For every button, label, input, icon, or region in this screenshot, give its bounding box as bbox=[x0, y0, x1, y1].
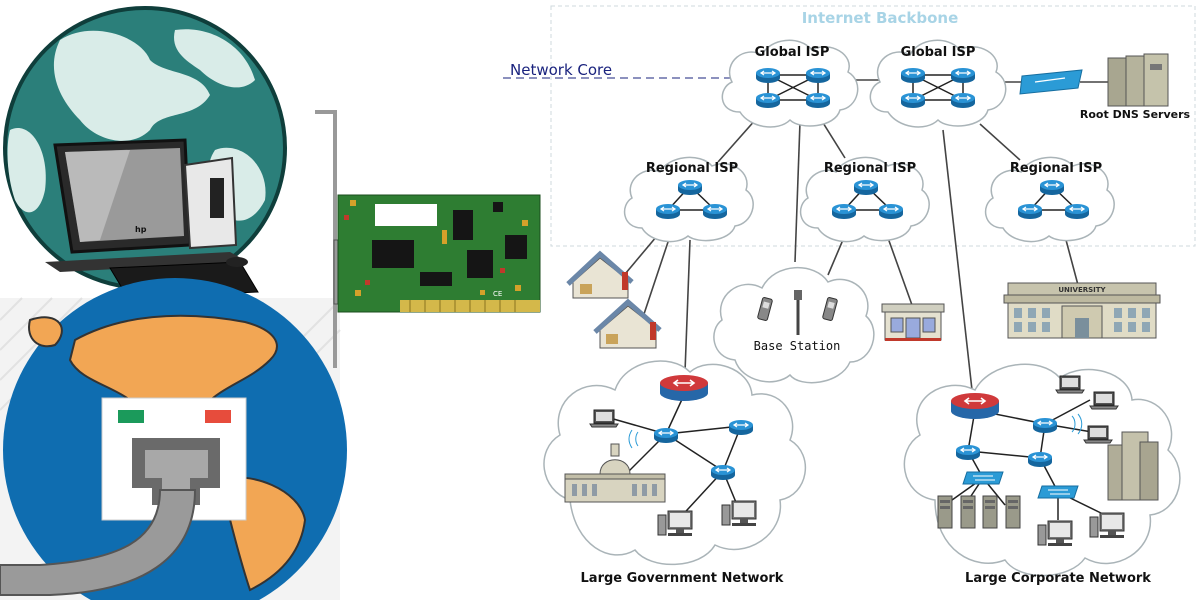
house-icon bbox=[566, 250, 634, 299]
corporate-network-cloud bbox=[903, 363, 1181, 577]
router-icon bbox=[900, 92, 926, 109]
global-isp-2-cloud: Global ISP bbox=[869, 39, 1007, 128]
regional-isp-1-cloud: Regional ISP bbox=[623, 156, 754, 243]
capitol-building-icon bbox=[564, 443, 666, 503]
port-led-green bbox=[118, 410, 144, 423]
router-icon bbox=[1039, 179, 1065, 196]
office-building-icon bbox=[1107, 431, 1159, 501]
server-icon bbox=[960, 495, 976, 529]
global-isp-1-cloud: Global ISP bbox=[721, 39, 859, 128]
mouse bbox=[226, 257, 248, 267]
regional-isp-2-cloud: Regional ISP bbox=[799, 156, 930, 243]
root-dns-label: Root DNS Servers bbox=[1080, 108, 1191, 121]
ce-mark: CE bbox=[493, 290, 502, 298]
router-icon bbox=[653, 427, 679, 444]
router-icon bbox=[702, 203, 728, 220]
router-icon bbox=[728, 419, 754, 436]
server-icon bbox=[937, 495, 953, 529]
edge-router-icon bbox=[950, 392, 1000, 420]
university-sign: UNIVERSITY bbox=[1058, 286, 1106, 294]
server-icon bbox=[1107, 57, 1127, 107]
edge-router-icon bbox=[659, 374, 709, 402]
computer-brand-logo: hp bbox=[135, 225, 147, 234]
router-icon bbox=[878, 203, 904, 220]
ethernet-globe-illustration bbox=[0, 278, 347, 600]
backbone-title: Internet Backbone bbox=[802, 9, 959, 27]
regional-isp-2-label: Regional ISP bbox=[824, 161, 916, 176]
shop-building-icon bbox=[881, 303, 945, 341]
network-card-icon: CE bbox=[315, 110, 541, 368]
router-icon bbox=[755, 67, 781, 84]
switch-icon bbox=[1019, 69, 1083, 95]
router-icon bbox=[1017, 203, 1043, 220]
laptop-icon bbox=[589, 409, 619, 428]
global-isp-1-label: Global ISP bbox=[755, 45, 830, 60]
router-icon bbox=[655, 203, 681, 220]
router-icon bbox=[831, 203, 857, 220]
port-led-red bbox=[205, 410, 231, 423]
laptop-icon bbox=[1083, 425, 1113, 444]
switch-icon bbox=[1037, 485, 1079, 499]
router-icon bbox=[710, 464, 736, 481]
router-icon bbox=[677, 179, 703, 196]
router-icon bbox=[1032, 417, 1058, 434]
network-core-label: Network Core bbox=[510, 61, 612, 79]
global-isp-2-label: Global ISP bbox=[901, 45, 976, 60]
cell-tower-icon bbox=[794, 290, 802, 335]
phone-icon bbox=[822, 297, 838, 321]
router-icon bbox=[900, 67, 926, 84]
router-icon bbox=[950, 67, 976, 84]
regional-isp-1-label: Regional ISP bbox=[646, 161, 738, 176]
regional-isp-3-label: Regional ISP bbox=[1010, 161, 1102, 176]
root-dns-servers: Root DNS Servers bbox=[1019, 53, 1191, 121]
router-icon bbox=[1064, 203, 1090, 220]
base-station-cloud: Base Station bbox=[713, 267, 875, 384]
base-station-label: Base Station bbox=[754, 339, 841, 353]
switch-icon bbox=[962, 471, 1004, 485]
globe-computer-illustration: hp bbox=[3, 6, 287, 299]
router-icon bbox=[805, 67, 831, 84]
corp-network-label: Large Corporate Network bbox=[965, 571, 1151, 586]
router-icon bbox=[955, 444, 981, 461]
regional-isp-3-cloud: Regional ISP bbox=[984, 156, 1115, 243]
server-icon bbox=[1005, 495, 1021, 529]
laptop-icon bbox=[1089, 391, 1119, 410]
gov-network-label: Large Government Network bbox=[581, 571, 784, 586]
router-icon bbox=[1027, 451, 1053, 468]
server-icon bbox=[982, 495, 998, 529]
laptop-icon bbox=[1055, 375, 1085, 394]
ethernet-cable bbox=[0, 489, 197, 596]
internet-backbone-box bbox=[550, 5, 1196, 247]
house-icon bbox=[593, 298, 662, 349]
router-icon bbox=[805, 92, 831, 109]
phone-icon bbox=[757, 297, 773, 321]
router-icon bbox=[950, 92, 976, 109]
router-icon bbox=[755, 92, 781, 109]
router-icon bbox=[853, 179, 879, 196]
government-network-cloud bbox=[543, 360, 807, 566]
university-building-icon: UNIVERSITY bbox=[1003, 282, 1161, 339]
